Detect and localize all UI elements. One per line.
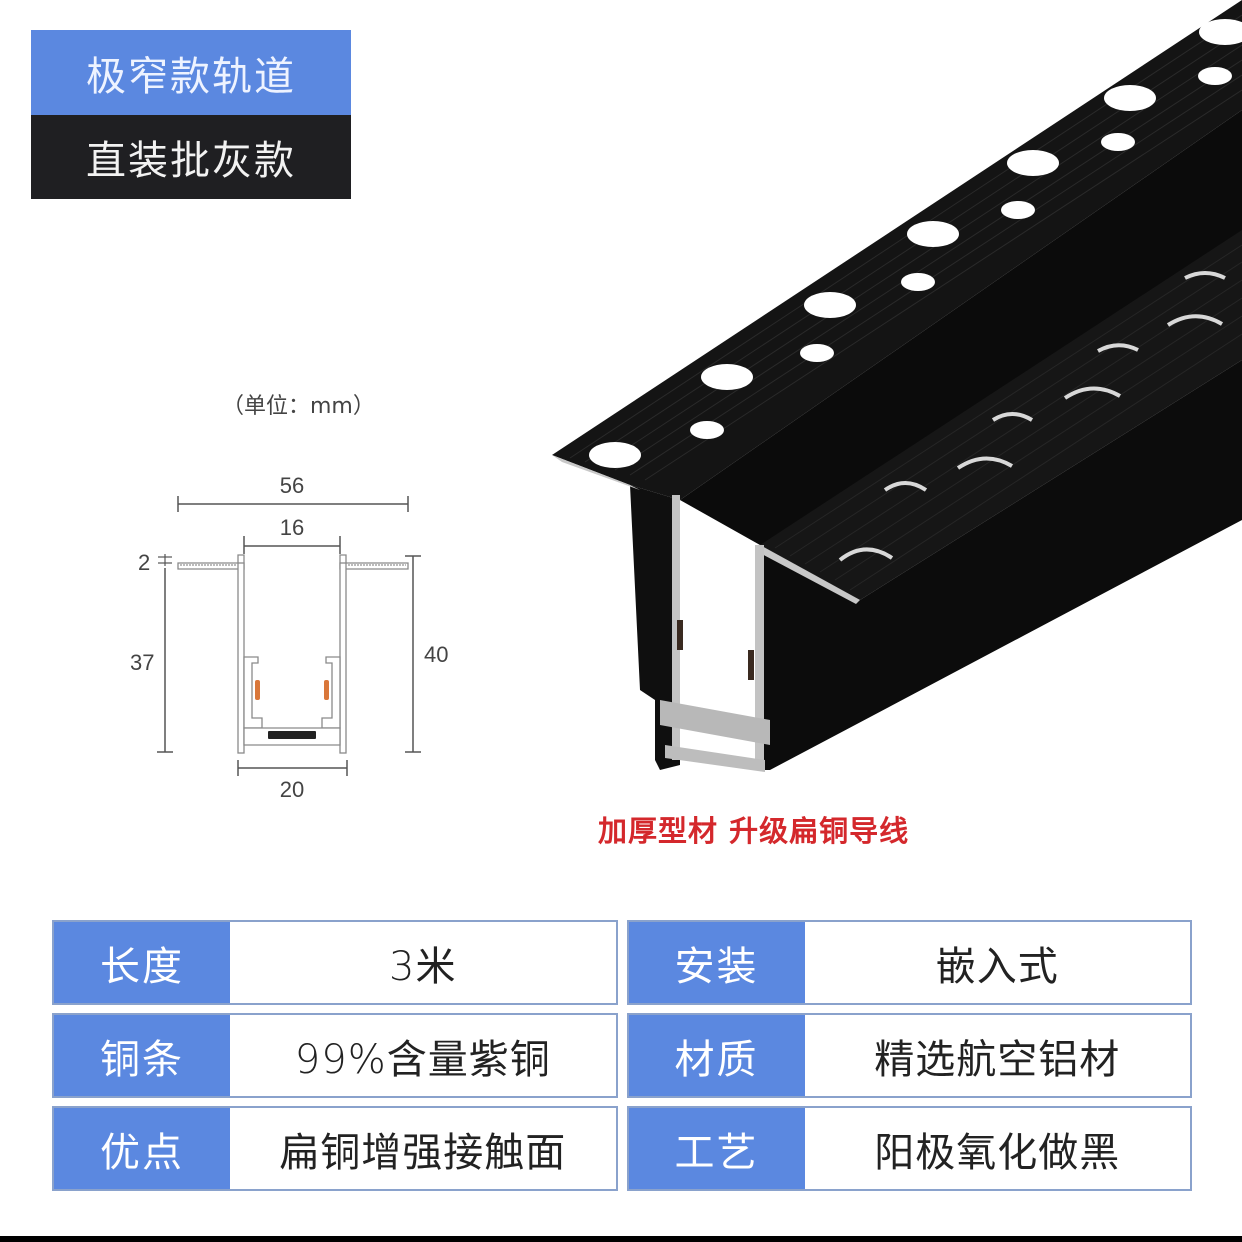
cross-section-diagram: 56 16 2 37 40 20	[130, 473, 448, 802]
spec-row: 铜条 99%含量紫铜 材质 精选航空铝材	[52, 1013, 1192, 1098]
bottom-border	[0, 1236, 1242, 1242]
spec-value: 3米	[230, 922, 616, 1003]
dim-overall-height: 40	[424, 642, 448, 667]
title-line-2: 直装批灰款	[31, 115, 351, 199]
spec-value: 99%含量紫铜	[230, 1015, 616, 1096]
dim-overall-width: 56	[280, 473, 304, 498]
feature-caption: 加厚型材 升级扁铜导线	[598, 814, 910, 848]
spec-value: 阳极氧化做黑	[804, 1108, 1190, 1189]
spec-key: 长度	[54, 922, 230, 1003]
spec-value: 扁铜增强接触面	[230, 1108, 616, 1189]
spec-length: 长度 3米	[52, 920, 618, 1005]
spec-value: 嵌入式	[804, 922, 1190, 1003]
dim-inner-height: 37	[130, 650, 154, 675]
spec-advantage: 优点 扁铜增强接触面	[52, 1106, 618, 1191]
unit-label: （单位：mm）	[222, 394, 375, 419]
spec-copper: 铜条 99%含量紫铜	[52, 1013, 618, 1098]
dim-opening-width: 16	[280, 515, 304, 540]
title-line-1: 极窄款轨道	[31, 30, 351, 115]
product-render-image	[552, 0, 1242, 772]
spec-installation: 安装 嵌入式	[626, 920, 1192, 1005]
dim-base-width: 20	[280, 777, 304, 802]
dim-flange-thickness: 2	[138, 550, 150, 575]
spec-material: 材质 精选航空铝材	[626, 1013, 1192, 1098]
spec-key: 工艺	[628, 1108, 805, 1189]
spec-value: 精选航空铝材	[804, 1015, 1190, 1096]
product-title-badge: 极窄款轨道 直装批灰款	[31, 30, 351, 199]
spec-key: 安装	[628, 922, 805, 1003]
spec-key: 优点	[54, 1108, 230, 1189]
spec-row: 长度 3米 安装 嵌入式	[52, 920, 1192, 1005]
specs-table: 长度 3米 安装 嵌入式 铜条 99%含量紫铜 材质 精选航空铝材 优点 扁铜增…	[52, 920, 1192, 1199]
spec-key: 铜条	[54, 1015, 230, 1096]
spec-process: 工艺 阳极氧化做黑	[626, 1106, 1192, 1191]
spec-key: 材质	[628, 1015, 805, 1096]
spec-row: 优点 扁铜增强接触面 工艺 阳极氧化做黑	[52, 1106, 1192, 1191]
